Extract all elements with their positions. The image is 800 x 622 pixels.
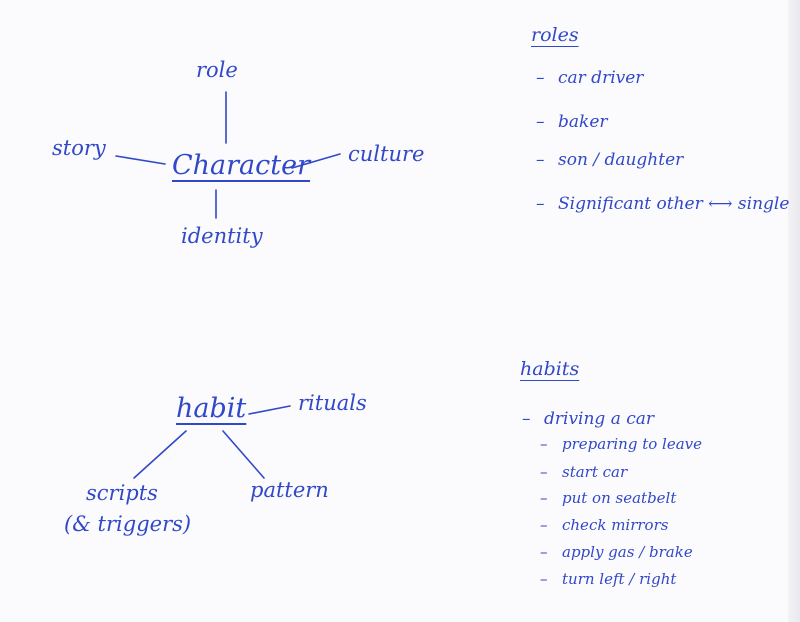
habits-main-item-text: driving a car — [544, 409, 655, 429]
habits-sub-item-text: start car — [562, 463, 628, 481]
habits-sub-item-text: put on seatbelt — [562, 489, 677, 507]
node-identity: identity — [181, 224, 263, 248]
connector-story — [115, 155, 166, 165]
habits-sub-item: –turn left / right — [540, 570, 677, 588]
node-rituals: rituals — [298, 391, 367, 415]
node-scripts: scripts — [86, 481, 158, 505]
habits-sub-item: –start car — [540, 463, 628, 481]
connector-pattern — [222, 430, 265, 479]
habits-sub-item-text: turn left / right — [562, 570, 677, 588]
habits-sub-item: –put on seatbelt — [540, 489, 677, 507]
node-culture: culture — [348, 142, 425, 166]
habits-sub-item: –preparing to leave — [540, 435, 702, 453]
habits-sub-item: –apply gas / brake — [540, 543, 693, 561]
node-habit-center: habit — [176, 393, 247, 424]
roles-item-text: baker — [558, 112, 608, 132]
connector-culture — [291, 153, 341, 169]
habits-sub-item-text: apply gas / brake — [562, 543, 693, 561]
roles-item: –son / daughter — [536, 150, 684, 170]
roles-title: roles — [531, 24, 579, 46]
node-character-center: Character — [172, 150, 311, 181]
habits-title: habits — [520, 358, 580, 380]
habits-sub-item-text: check mirrors — [562, 516, 669, 534]
node-story: story — [52, 136, 106, 160]
roles-item-text: car driver — [558, 68, 644, 88]
roles-item: –car driver — [536, 68, 644, 88]
paper-edge — [788, 0, 800, 622]
roles-item: –baker — [536, 112, 608, 132]
node-role: role — [196, 58, 238, 82]
roles-item-text: son / daughter — [558, 150, 684, 170]
roles-item-text: Significant other ⟷ single — [558, 194, 790, 214]
habits-sub-item-text: preparing to leave — [562, 435, 702, 453]
node-triggers: (& triggers) — [64, 512, 192, 536]
roles-item: –Significant other ⟷ single — [536, 194, 790, 214]
habits-sub-item: –check mirrors — [540, 516, 669, 534]
connector-scripts — [133, 430, 187, 479]
habits-main-item: –driving a car — [522, 409, 655, 429]
connector-rituals — [248, 405, 291, 415]
node-pattern: pattern — [250, 478, 329, 502]
